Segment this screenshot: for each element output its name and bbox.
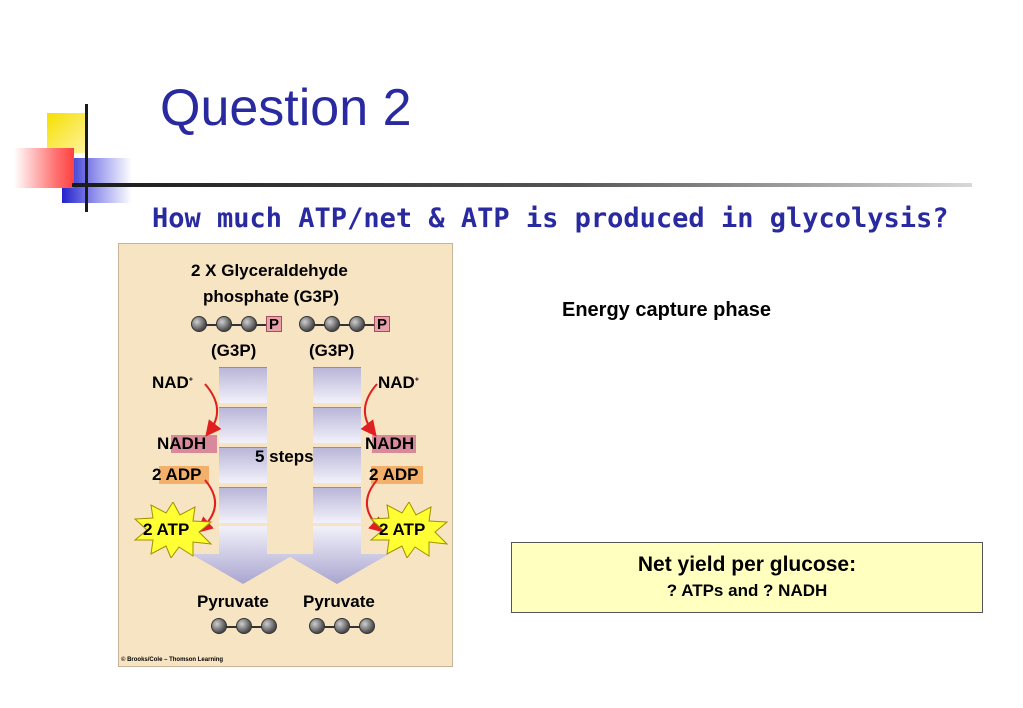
deco-yellow-square — [47, 113, 87, 153]
phosphate-left: P — [266, 316, 282, 332]
adp-highlight-right — [371, 466, 423, 484]
down-arrow-right — [285, 526, 389, 584]
carbon-dot — [211, 618, 227, 634]
g3p-left-label: (G3P) — [211, 341, 257, 360]
step-block — [219, 367, 267, 403]
carbon-dot — [236, 618, 252, 634]
atp-left: 2 ATP — [143, 520, 190, 539]
pyruvate-right: Pyruvate — [303, 592, 375, 611]
heading-line1: 2 X Glyceraldehyde — [191, 261, 348, 280]
nad-plus-left: NAD+ — [152, 373, 193, 392]
net-yield-box: Net yield per glucose: ? ATPs and ? NADH — [511, 542, 983, 613]
pyruvate-left: Pyruvate — [197, 592, 269, 611]
carbon-dot — [349, 316, 365, 332]
step-block — [313, 487, 361, 523]
energy-capture-label: Energy capture phase — [562, 299, 771, 321]
step-block — [219, 447, 267, 483]
slide-title: Question 2 — [160, 79, 412, 137]
carbon-dot — [324, 316, 340, 332]
net-yield-question: ? ATPs and ? NADH — [666, 581, 828, 600]
down-arrow-left — [191, 526, 295, 584]
chain-right — [305, 324, 389, 326]
carbon-dot — [309, 618, 325, 634]
nadh-highlight-right — [372, 435, 416, 453]
carbon-dot — [216, 316, 232, 332]
atp-star-right — [369, 502, 449, 558]
heading-line2: phosphate (G3P) — [203, 287, 340, 306]
adp-highlight-left — [159, 466, 209, 484]
carbon-dot — [359, 618, 375, 634]
nadh-left: NADH — [157, 434, 207, 453]
nadh-right: NADH — [365, 434, 415, 453]
carbon-dot — [299, 316, 315, 332]
step-block — [219, 487, 267, 523]
glycolysis-diagram: 2 X Glyceraldehyde phosphate (G3P) P P (… — [118, 243, 453, 667]
redox-arrows — [196, 383, 386, 533]
credit-line: © Brooks/Cole – Thomson Learning — [121, 657, 224, 663]
title-rule — [72, 183, 972, 187]
step-block — [219, 407, 267, 443]
atp-right: 2 ATP — [379, 520, 426, 539]
chain-left — [197, 324, 281, 326]
carbon-dot — [261, 618, 277, 634]
carbon-dot — [334, 618, 350, 634]
steps-label: 5 steps — [255, 447, 314, 466]
atp-star-left — [133, 502, 213, 558]
nad-plus-right: NAD+ — [378, 373, 419, 392]
adp-right: 2 ADP — [369, 465, 419, 484]
carbon-dot — [241, 316, 257, 332]
slide-subtitle: How much ATP/net & ATP is produced in gl… — [152, 203, 949, 234]
phosphate-right: P — [374, 316, 390, 332]
nadh-highlight-left — [171, 435, 217, 453]
adp-left: 2 ADP — [152, 465, 202, 484]
step-block — [313, 367, 361, 403]
deco-vertical-rule — [85, 104, 88, 212]
deco-red-square — [14, 148, 74, 188]
net-yield-title: Net yield per glucose: — [637, 553, 857, 576]
step-block — [313, 447, 361, 483]
g3p-right-label: (G3P) — [309, 341, 355, 360]
carbon-dot — [191, 316, 207, 332]
step-block — [313, 407, 361, 443]
